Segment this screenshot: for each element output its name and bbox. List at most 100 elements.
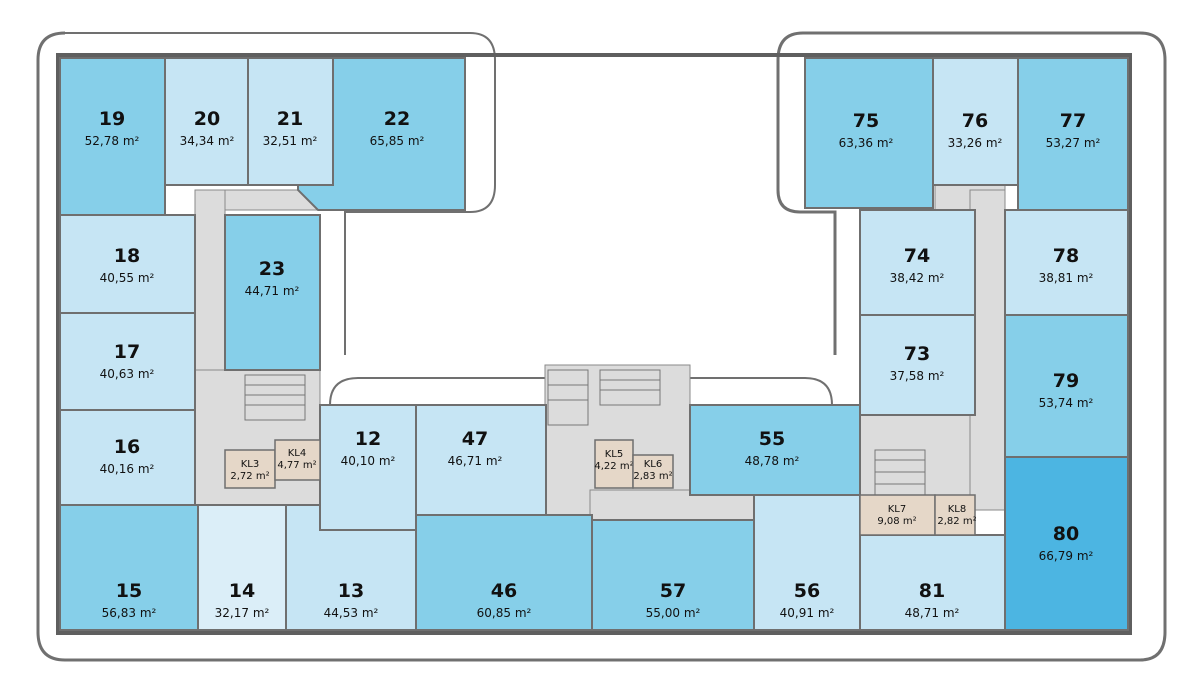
unit-number: 46 (491, 580, 517, 602)
unit-shape (689, 404, 861, 496)
unit-46[interactable]: 46 60,85 m² (415, 514, 593, 631)
unit-shape (415, 404, 547, 531)
storage-area: 2,72 m² (230, 471, 269, 482)
unit-area: 38,81 m² (1039, 271, 1094, 285)
building-shell (56, 53, 1132, 635)
unit-shape (591, 519, 755, 631)
storage-area: 2,82 m² (937, 516, 976, 527)
unit-number: 77 (1060, 110, 1086, 132)
storage-area: 4,77 m² (277, 460, 316, 471)
unit-16[interactable]: 16 40,16 m² (59, 409, 196, 506)
unit-number: 78 (1053, 245, 1079, 267)
unit-shape (59, 214, 196, 314)
unit-shape (59, 312, 196, 411)
unit-81[interactable]: 81 48,71 m² (859, 534, 1006, 631)
unit-shape (1004, 456, 1129, 631)
unit-area: 32,51 m² (263, 134, 318, 148)
storage-area: 2,83 m² (633, 471, 672, 482)
unit-area: 60,85 m² (477, 606, 532, 620)
unit-shape (1004, 314, 1129, 458)
unit-area: 55,00 m² (646, 606, 701, 620)
unit-area: 32,17 m² (215, 606, 270, 620)
unit-number: 75 (853, 110, 879, 132)
unit-number: 23 (259, 258, 285, 280)
unit-area: 63,36 m² (839, 136, 894, 150)
storage-number: KL6 (644, 459, 663, 470)
unit-number: 74 (904, 245, 930, 267)
storage-shape (274, 439, 321, 481)
storage-number: KL7 (888, 504, 907, 515)
unit-shape (59, 504, 199, 631)
unit-area: 66,79 m² (1039, 549, 1094, 563)
storage-area: 4,22 m² (594, 461, 633, 472)
unit-number: 20 (194, 108, 220, 130)
unit-number: 13 (338, 580, 364, 602)
stairs (244, 369, 926, 496)
unit-number: 21 (277, 108, 303, 130)
unit-area: 48,71 m² (905, 606, 960, 620)
unit-57[interactable]: 57 55,00 m² (591, 519, 755, 631)
unit-21[interactable]: 21 32,51 m² (247, 57, 334, 186)
storage-number: KL3 (241, 459, 260, 470)
unit-shape (59, 409, 196, 506)
unit-number: 14 (229, 580, 255, 602)
unit-area: 44,53 m² (324, 606, 379, 620)
unit-shape (59, 57, 166, 216)
unit-number: 81 (919, 580, 945, 602)
unit-47[interactable]: 47 46,71 m² (415, 404, 547, 531)
unit-number: 73 (904, 343, 930, 365)
storage-area: 9,08 m² (877, 516, 916, 527)
unit-shape (247, 57, 334, 186)
unit-number: 12 (355, 428, 381, 450)
unit-number: 22 (384, 108, 410, 130)
unit-number: 19 (99, 108, 125, 130)
unit-number: 15 (116, 580, 142, 602)
unit-shape (197, 504, 287, 631)
unit-74[interactable]: 74 38,42 m² (859, 209, 976, 316)
unit-shape (859, 534, 1006, 631)
unit-area: 37,58 m² (890, 369, 945, 383)
unit-78[interactable]: 78 38,81 m² (1004, 209, 1129, 316)
unit-12[interactable]: 12 40,10 m² (319, 404, 417, 531)
storage-shape (632, 454, 674, 489)
unit-area: 53,27 m² (1046, 136, 1101, 150)
unit-75[interactable]: 75 63,36 m² (804, 57, 934, 209)
unit-number: 79 (1053, 370, 1079, 392)
unit-area: 40,16 m² (100, 462, 155, 476)
unit-area: 40,10 m² (341, 454, 396, 468)
unit-number: 80 (1053, 523, 1079, 545)
unit-14[interactable]: 14 32,17 m² (197, 504, 287, 631)
storage-shape (594, 439, 634, 489)
unit-area: 38,42 m² (890, 271, 945, 285)
unit-number: 57 (660, 580, 686, 602)
unit-area: 46,71 m² (448, 454, 503, 468)
unit-number: 16 (114, 436, 140, 458)
unit-80[interactable]: 80 66,79 m² (1004, 456, 1129, 631)
unit-shape (319, 404, 417, 531)
unit-77[interactable]: 77 53,27 m² (1017, 57, 1129, 211)
storage-shape (224, 449, 276, 489)
unit-area: 48,78 m² (745, 454, 800, 468)
unit-shape (1004, 209, 1129, 316)
unit-number: 47 (462, 428, 488, 450)
unit-73[interactable]: 73 37,58 m² (859, 314, 976, 416)
